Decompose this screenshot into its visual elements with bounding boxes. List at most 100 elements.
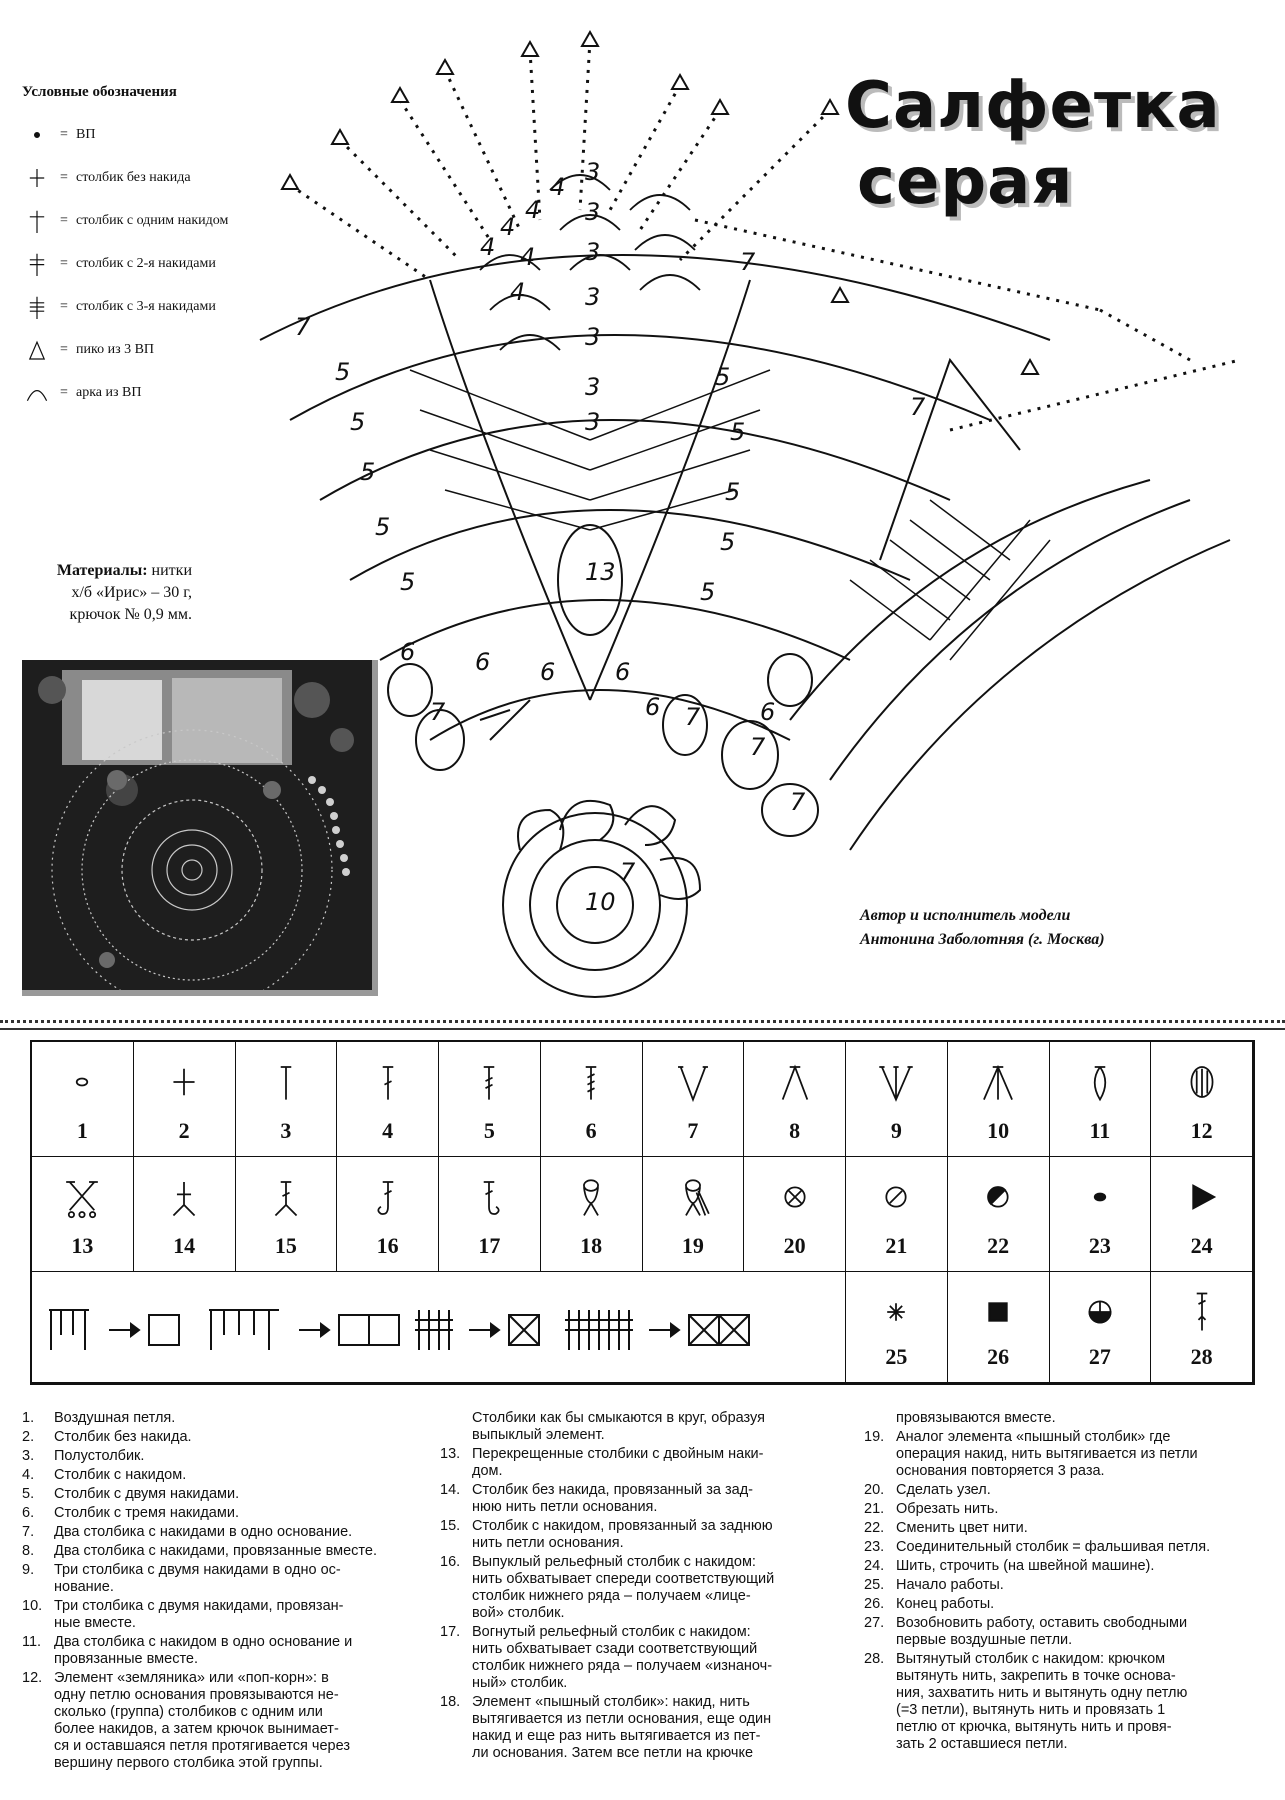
back-loop-sc-icon [166,1175,202,1219]
desc-text: Два столбика с накидами в одно основание… [54,1524,352,1541]
desc-item: 6.Столбик с тремя накидами. [22,1505,422,1522]
diagram-row-number: 7 [685,703,701,731]
desc-text: Возобновить работу, оставить свободными … [896,1615,1187,1649]
desc-number: 11. [22,1634,54,1668]
desc-text: Столбик с двумя накидами. [54,1486,239,1503]
desc-number: 2. [22,1429,54,1446]
desc-item: 17.Вогнутый рельефный столбик с накидом:… [440,1624,860,1692]
diagram-row-number: 5 [725,478,740,506]
symbol-number: 9 [846,1118,947,1144]
diagram-row-number: 5 [360,458,375,486]
diagram-row-number: 7 [750,733,766,761]
diagram-row-number: 4 [525,196,540,224]
desc-text: Столбик с накидом, провязанный за заднюю… [472,1518,773,1552]
symbol-number: 5 [439,1118,540,1144]
desc-text: Столбик с тремя накидами. [54,1505,239,1522]
diagram-row-number: 10 [585,888,616,916]
materials-text-3: крючок № 0,9 мм. [70,606,192,623]
v-icon [675,1060,711,1104]
diagram-row-number: 3 [585,158,600,186]
desc-continuation: Столбики как бы смыкаются в круг, образу… [440,1410,860,1444]
desc-item: 19.Аналог элемента «пышный столбик» где … [864,1429,1269,1480]
symbol-cell: 6 [541,1042,643,1157]
desc-item: 25.Начало работы. [864,1577,1269,1594]
arc-icon [22,378,52,408]
desc-text: Два столбика с накидами, провязанные вме… [54,1543,377,1560]
diagram-row-number: 7 [910,393,926,421]
desc-text: Сделать узел. [896,1482,991,1499]
diagram-row-number: 6 [645,693,660,721]
legend-equals: = [52,213,76,229]
symbol-number: 7 [643,1118,744,1144]
symbol-number: 25 [846,1344,947,1370]
symbol-cell: 1 [32,1042,134,1157]
diagram-row-number: 3 [585,323,600,351]
desc-number: 24. [864,1558,896,1575]
diagram-row-number: 4 [480,233,495,261]
symbol-cell: 11 [1050,1042,1152,1157]
symbol-cell: 26 [948,1272,1050,1383]
diagram-row-number: 5 [335,358,350,386]
diagram-row-number: 4 [510,278,525,306]
desc-number: 8. [22,1543,54,1560]
desc-text: Начало работы. [896,1577,1004,1594]
desc-item: 24.Шить, строчить (на швейной машине). [864,1558,1269,1575]
chain-oval-icon [64,1060,100,1104]
symbol-cell: 10 [948,1042,1050,1157]
diagram-row-number: 6 [615,658,630,686]
desc-number: 5. [22,1486,54,1503]
symbol-number: 10 [948,1118,1049,1144]
symbol-number: 4 [337,1118,438,1144]
symbol-cell: 19 [643,1157,745,1272]
diagram-row-number: 3 [585,198,600,226]
desc-text: Элемент «земляника» или «поп-корн»: в од… [54,1670,350,1772]
desc-item: 2.Столбик без накида. [22,1429,422,1446]
desc-text: Элемент «пышный столбик»: накид, нить вы… [472,1694,771,1762]
desc-number: 22. [864,1520,896,1537]
legend-label: пико из 3 ВП [76,342,154,358]
desc-column-1: 1.Воздушная петля.2.Столбик без накида.3… [22,1410,422,1774]
diagram-row-number: 13 [585,558,616,586]
symbol-cell: 21 [846,1157,948,1272]
divider-solid [0,1028,1285,1030]
desc-text: Обрезать нить. [896,1501,998,1518]
conversion-examples [32,1272,846,1383]
triangle-icon [22,335,52,365]
desc-item: 15.Столбик с накидом, провязанный за зад… [440,1518,860,1552]
symbol-cell: 18 [541,1157,643,1272]
dagger-1-icon [22,206,52,236]
desc-text: Воздушная петля. [54,1410,175,1427]
desc-item: 26.Конец работы. [864,1596,1269,1613]
symbol-cell: 13 [32,1157,134,1272]
desc-text: Вытянутый столбик с накидом: крючком выт… [896,1651,1187,1753]
desc-number: 7. [22,1524,54,1541]
plus-icon [22,163,52,193]
symbol-cell: 28 [1151,1272,1253,1383]
plus-icon [166,1060,202,1104]
desc-item: 22.Сменить цвет нити. [864,1520,1269,1537]
desc-text: Вогнутый рельефный столбик с накидом: ни… [472,1624,772,1692]
symbol-cell: 4 [337,1042,439,1157]
desc-text: Три столбика с двумя накидами, провязан-… [54,1598,343,1632]
diagram-row-number: 3 [585,238,600,266]
symbol-number: 27 [1050,1344,1151,1370]
desc-number: 14. [440,1482,472,1516]
desc-number: 20. [864,1482,896,1499]
puff-icon [1082,1060,1118,1104]
front-post-icon [370,1175,406,1219]
symbol-number: 17 [439,1233,540,1259]
legend-equals: = [52,170,76,186]
desc-number: 19. [864,1429,896,1480]
desc-item: 12.Элемент «земляника» или «поп-корн»: в… [22,1670,422,1772]
start-icon [878,1290,914,1334]
symbol-cell: 3 [236,1042,338,1157]
desc-number: 28. [864,1651,896,1753]
symbol-number: 1 [32,1118,133,1144]
diagram-row-number: 7 [430,698,446,726]
resume-icon [1082,1290,1118,1334]
crossed-stitch-icon [64,1175,100,1219]
diagram-row-number: 6 [475,648,490,676]
desc-number: 13. [440,1446,472,1480]
dc-icon [370,1060,406,1104]
symbol-number: 19 [643,1233,744,1259]
